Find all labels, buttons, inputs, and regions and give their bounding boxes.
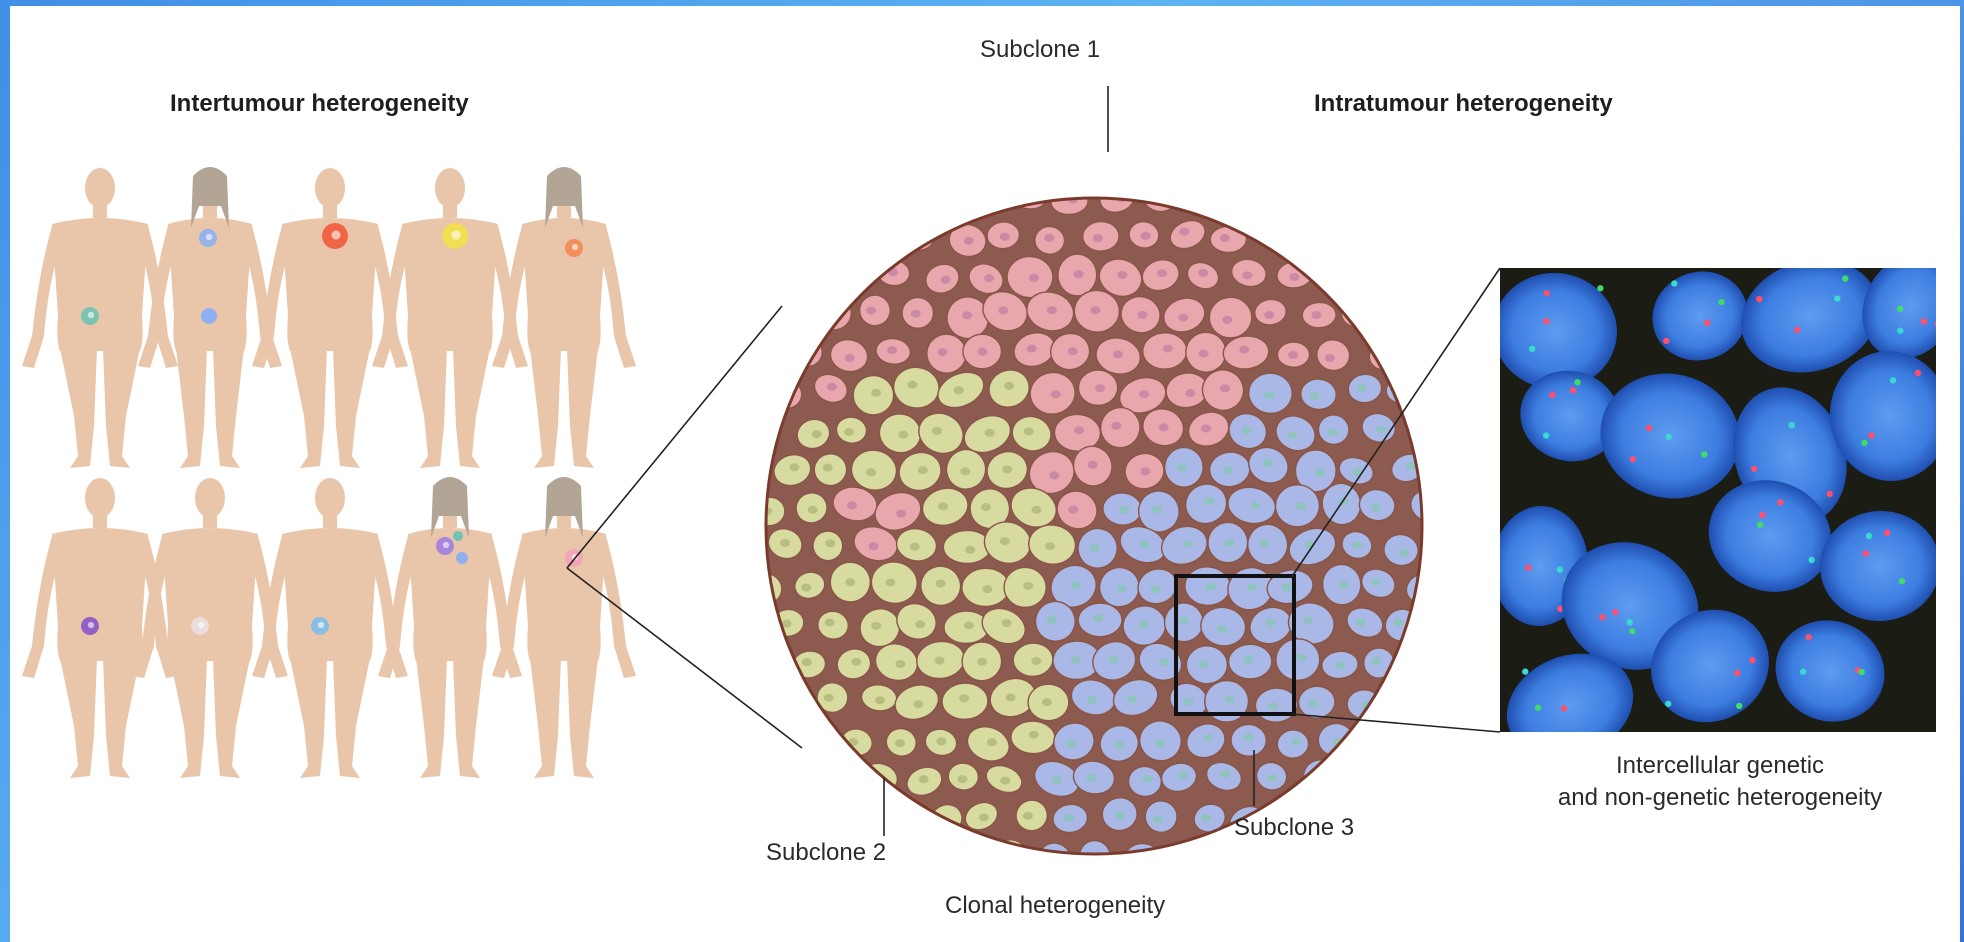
patient-silhouette bbox=[492, 167, 636, 468]
fish-signal-dot bbox=[1718, 299, 1724, 305]
slide-canvas: Intertumour heterogeneity Intratumour he… bbox=[10, 6, 1960, 942]
fish-signal-dot bbox=[1665, 701, 1671, 707]
fish-signal-dot bbox=[1671, 280, 1677, 286]
fish-signal-dot bbox=[1834, 295, 1840, 301]
fish-signal-dot bbox=[1570, 387, 1576, 393]
tumour-spot bbox=[456, 552, 468, 564]
fish-signal-dot bbox=[1574, 379, 1580, 385]
fish-signal-dot bbox=[1665, 434, 1671, 440]
tumour-spot bbox=[201, 308, 217, 324]
connector-line bbox=[567, 568, 802, 748]
intercellular-caption-line2: and non-genetic heterogeneity bbox=[1510, 784, 1930, 812]
fish-signal-dot bbox=[1759, 512, 1765, 518]
fish-signal-dot bbox=[1629, 628, 1635, 634]
fish-signal-dot bbox=[1808, 557, 1814, 563]
fish-signal-dot bbox=[1935, 321, 1941, 327]
fish-signal-dot bbox=[1607, 740, 1613, 746]
fish-signal-dot bbox=[1915, 370, 1921, 376]
fish-signal-dot bbox=[1557, 566, 1563, 572]
fish-signal-dot bbox=[1756, 296, 1762, 302]
fish-signal-dot bbox=[1597, 285, 1603, 291]
fish-signal-dot bbox=[1863, 550, 1869, 556]
fish-signal-dot bbox=[1897, 327, 1903, 333]
fish-signal-dot bbox=[1529, 346, 1535, 352]
fish-signal-dot bbox=[1544, 290, 1550, 296]
clonal-heterogeneity-label: Clonal heterogeneity bbox=[945, 892, 1165, 920]
fish-signal-dot bbox=[1525, 564, 1531, 570]
fish-signal-dot bbox=[1789, 422, 1795, 428]
fish-signal-dot bbox=[1549, 392, 1555, 398]
patient-silhouette bbox=[492, 477, 636, 778]
fish-signal-dot bbox=[1861, 440, 1867, 446]
fish-signal-dot bbox=[1701, 451, 1707, 457]
fish-signal-dot bbox=[1749, 657, 1755, 663]
fish-signal-dot bbox=[1543, 432, 1549, 438]
intertumour-heading: Intertumour heterogeneity bbox=[170, 90, 469, 118]
fish-signal-dot bbox=[1522, 668, 1528, 674]
fish-signal-dot bbox=[1868, 432, 1874, 438]
fluorescence-micrograph bbox=[1487, 236, 1960, 777]
fish-signal-dot bbox=[1899, 578, 1905, 584]
fish-signal-dot bbox=[1800, 669, 1806, 675]
patient-silhouette bbox=[378, 477, 522, 778]
fish-signal-dot bbox=[1704, 319, 1710, 325]
subclone-1-label: Subclone 1 bbox=[980, 36, 1100, 64]
tumour-cell bbox=[749, 573, 783, 605]
fish-signal-dot bbox=[1794, 327, 1800, 333]
fish-signal-dot bbox=[1805, 634, 1811, 640]
fish-signal-dot bbox=[1663, 338, 1669, 344]
fish-signal-dot bbox=[1858, 669, 1864, 675]
fish-signal-dot bbox=[1736, 703, 1742, 709]
fish-signal-dot bbox=[1842, 275, 1848, 281]
fish-signal-dot bbox=[1884, 530, 1890, 536]
tumour-cross-section bbox=[746, 180, 1450, 877]
subclone-2-label: Subclone 2 bbox=[766, 839, 886, 867]
patient-silhouettes bbox=[22, 167, 636, 778]
fish-signal-dot bbox=[1826, 491, 1832, 497]
fish-signal-dot bbox=[1612, 609, 1618, 615]
tumour-cell bbox=[746, 413, 777, 443]
patient-silhouette bbox=[252, 478, 408, 778]
tumour-spot bbox=[453, 531, 463, 541]
fish-signal-dot bbox=[1627, 619, 1633, 625]
fish-signal-dot bbox=[1866, 533, 1872, 539]
fish-signal-dot bbox=[1561, 705, 1567, 711]
fish-signal-dot bbox=[1599, 614, 1605, 620]
fish-signal-dot bbox=[1646, 425, 1652, 431]
patient-silhouette bbox=[138, 167, 282, 468]
intratumour-heading: Intratumour heterogeneity bbox=[1314, 90, 1613, 118]
fish-signal-dot bbox=[1757, 522, 1763, 528]
fish-signal-dot bbox=[1897, 306, 1903, 312]
fish-signal-dot bbox=[1921, 318, 1927, 324]
fish-signal-dot bbox=[1734, 670, 1740, 676]
fish-signal-dot bbox=[1630, 456, 1636, 462]
intercellular-caption-line1: Intercellular genetic bbox=[1510, 752, 1930, 780]
fish-signal-dot bbox=[1777, 499, 1783, 505]
subclone-3-label: Subclone 3 bbox=[1234, 814, 1354, 842]
fish-signal-dot bbox=[1535, 704, 1541, 710]
fish-signal-dot bbox=[1890, 377, 1896, 383]
fish-signal-dot bbox=[1543, 318, 1549, 324]
fish-signal-dot bbox=[1751, 466, 1757, 472]
